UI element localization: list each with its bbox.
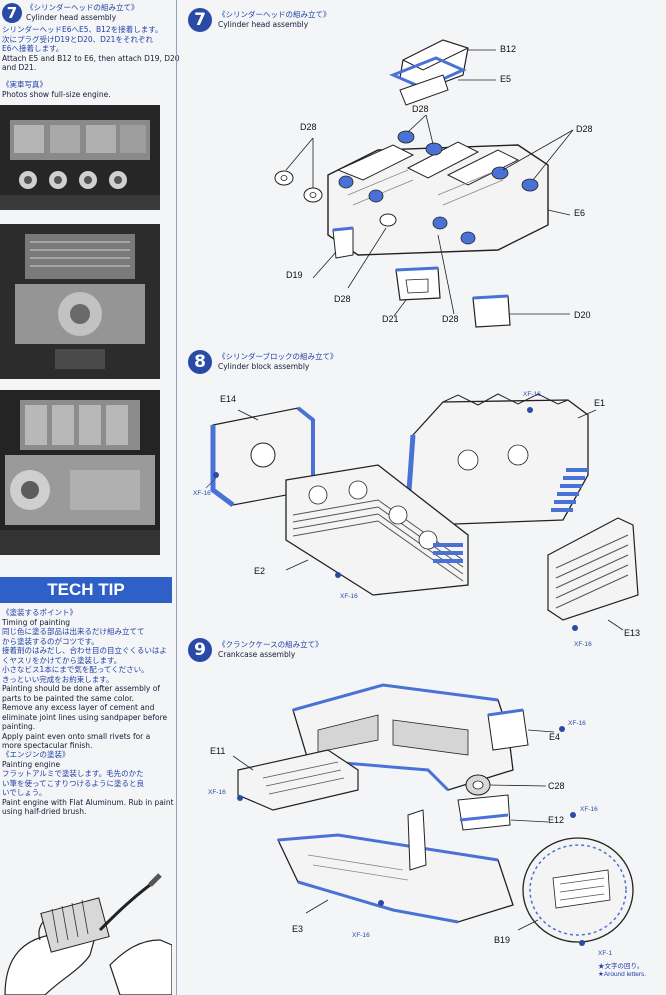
tip-1-text-en-line: Apply paint even onto small rivets for a xyxy=(2,731,151,741)
part-label-e2: E2 xyxy=(254,566,266,576)
photos-title-en: Photos show full-size engine. xyxy=(2,89,111,99)
engine-photo-middle-image xyxy=(0,224,160,379)
step-9-title-jp: 《クランクケースの組み立て》 xyxy=(218,640,323,649)
part-label-d28-bottom-left: D28 xyxy=(334,294,351,304)
tip-1-text-en-line: painting. xyxy=(2,722,36,731)
part-label-e11: E11 xyxy=(210,746,226,756)
step-7-text-jp-line: 次にプラグ受けD19とD20、D21をそれぞれ xyxy=(2,34,153,44)
crankcase-diagram xyxy=(232,683,634,946)
tip-2-text-jp-line: フラットアルミで塗装します。毛先のかた xyxy=(2,769,144,778)
step-7-badge: 7 xyxy=(188,8,212,32)
part-label-d28-top: D28 xyxy=(412,104,429,114)
tip-2-text-jp-line: いでしょう。 xyxy=(2,788,47,797)
tip-2-title-en: Painting engine xyxy=(2,759,61,769)
part-label-b19: B19 xyxy=(494,935,511,945)
part-label-e6: E6 xyxy=(574,208,586,218)
engine-photo-bottom xyxy=(0,390,160,555)
part-label-d28-bottom-middle: D28 xyxy=(442,314,459,324)
step-7-text-en-line: Attach E5 and B12 to E6, then attach D19… xyxy=(2,53,180,63)
part-label-e5: E5 xyxy=(500,74,512,84)
right-column: 7 《シリンダーヘッドの組み立て》 Cylinder head assembly xyxy=(178,0,666,995)
tip-1-text-en-line: parts to be painted the same color. xyxy=(2,693,134,703)
paint-callout-xf16-e2: XF-16 xyxy=(340,593,358,600)
step-7-heading: 《シリンダーヘッドの組み立て》 Cylinder head assembly xyxy=(26,3,139,22)
step-9-title-en: Crankcase assembly xyxy=(218,649,296,659)
tip-2-text-en-line: using half-dried brush. xyxy=(2,807,87,816)
cylinder-head-diagram xyxy=(274,39,574,328)
step-8-badge: 8 xyxy=(188,350,212,374)
step-8-title-en: Cylinder block assembly xyxy=(218,361,310,371)
part-label-e4: E4 xyxy=(549,732,561,742)
step-7-text-jp-line: E6へ接着します。 xyxy=(2,44,64,53)
part-label-d21: D21 xyxy=(382,314,399,324)
part-label-e12: E12 xyxy=(548,815,565,825)
step-9-badge: 9 xyxy=(188,638,212,662)
tip-1-text-en-line: Painting should be done after assembly o… xyxy=(2,684,160,693)
column-divider xyxy=(176,0,177,995)
tip-1-text-en-line: eliminate joint lines using sandpaper be… xyxy=(2,712,168,722)
step-7-number-badge: 7 xyxy=(2,3,22,23)
b19-note-jp: ★文字の回り。 xyxy=(598,963,644,970)
cylinder-block-diagram xyxy=(205,393,639,631)
step-7-instructions: シリンダーヘッドE6へE5、B12を接着します。 次にプラグ受けD19とD20、… xyxy=(2,25,180,73)
paint-callout-xf16-e4: XF-16 xyxy=(568,720,586,727)
part-label-b12: B12 xyxy=(500,44,517,54)
tip-1-text-jp-line: 同じ色に塗る部品は出来るだけ組み立てて xyxy=(2,627,145,636)
paint-callout-xf1-b19: XF-1 xyxy=(598,950,613,957)
engine-photo-middle xyxy=(0,224,160,379)
paint-callout-xf16-e11: XF-16 xyxy=(208,789,226,796)
photos-caption: 《実車写真》 Photos show full-size engine. xyxy=(2,80,111,99)
paint-callout-xf16-e3: XF-16 xyxy=(352,932,370,939)
tip-2-title-jp: 《エンジンの塗装》 xyxy=(2,750,70,759)
engine-photo-top xyxy=(0,105,160,210)
part-label-e3: E3 xyxy=(292,924,304,934)
part-label-e13: E13 xyxy=(624,628,641,638)
paint-callout-xf16-e14: XF-16 xyxy=(193,490,211,497)
step-7-diagram-title-en: Cylinder head assembly xyxy=(218,19,309,29)
step-7-text-en-line: and D21. xyxy=(2,63,37,72)
tip-1-text-jp-line: きっといい完成をお約束します。 xyxy=(2,674,114,684)
part-label-d28-left: D28 xyxy=(300,122,317,132)
b19-paint-note: ★文字の回り。 ★Around letters. xyxy=(598,960,646,978)
left-column: 7 《シリンダーヘッドの組み立て》 Cylinder head assembly… xyxy=(0,0,180,995)
tech-tip-banner: TECH TIP xyxy=(0,577,172,603)
step-7-diagram-title-jp: 《シリンダーヘッドの組み立て》 xyxy=(218,10,331,19)
b19-note-en: ★Around letters. xyxy=(598,971,647,978)
tip-1-text-en-line: Remove any excess layer of cement and xyxy=(2,703,155,712)
engine-photo-top-image xyxy=(0,105,160,210)
tip-1-text-jp-line: 小さなビス1本にまで気を配ってください。 xyxy=(2,665,149,674)
tip-1-text-jp-line: 接着剤のはみだし、合わせ目の目立ぐくるいはよ xyxy=(2,646,167,655)
paint-callout-xf16-e1: XF-16 xyxy=(523,391,541,398)
engine-photo-bottom-image xyxy=(0,390,160,555)
tip-2-text-jp-line: い筆を使ってこすりつけるように塗ると良 xyxy=(2,778,145,788)
step-8-title-jp: 《シリンダーブロックの組み立て》 xyxy=(218,352,338,361)
photos-title-jp: 《実車写真》 xyxy=(2,80,47,89)
part-label-d20: D20 xyxy=(574,310,591,320)
step-9-diagram-heading: 《クランクケースの組み立て》 Crankcase assembly xyxy=(218,640,323,659)
tech-tip-painting-timing: 《塗装するポイント》 Timing of painting 同じ色に塗る部品は出… xyxy=(2,608,167,751)
tip-1-title-jp: 《塗装するポイント》 xyxy=(2,608,77,617)
part-label-d19: D19 xyxy=(286,270,303,280)
step-7-text-jp-line: シリンダーヘッドE6へE5、B12を接着します。 xyxy=(2,25,163,34)
part-label-d28-right: D28 xyxy=(576,124,593,134)
step-7-diagram-heading: 《シリンダーヘッドの組み立て》 Cylinder head assembly xyxy=(218,10,331,29)
paint-callout-xf16-e12: XF-16 xyxy=(580,806,598,813)
paint-callout-xf16-e13: XF-16 xyxy=(574,641,592,648)
part-label-e1: E1 xyxy=(594,398,606,408)
brush-painting-illustration xyxy=(4,873,172,995)
tip-1-text-jp-line: くヤスリをかけてから塗装します。 xyxy=(2,655,122,665)
tip-1-text-jp-line: から塗装するのがコツです。 xyxy=(2,636,99,646)
tip-1-text-en-line: more spectacular finish. xyxy=(2,741,93,750)
step-7-title-en: Cylinder head assembly xyxy=(26,12,117,22)
tech-tip-painting-engine: 《エンジンの塗装》 Painting engine フラットアルミで塗装します。… xyxy=(2,750,174,817)
tip-2-text-en-line: Paint engine with Flat Aluminum. Rub in … xyxy=(2,797,174,807)
tip-1-title-en: Timing of painting xyxy=(2,617,71,627)
part-label-e14: E14 xyxy=(220,394,237,404)
step-8-diagram-heading: 《シリンダーブロックの組み立て》 Cylinder block assembly xyxy=(218,352,338,371)
step-7-title-jp: 《シリンダーヘッドの組み立て》 xyxy=(26,3,139,12)
part-label-c28: C28 xyxy=(548,781,565,791)
